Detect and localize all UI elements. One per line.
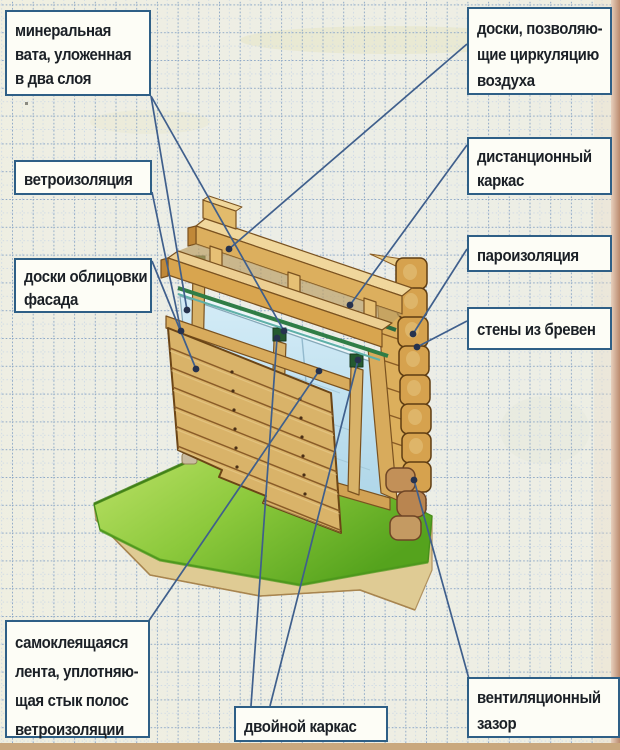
label-line: зазор (477, 714, 517, 733)
cladding-nails (230, 370, 307, 496)
leader-ventilation-gap (413, 479, 470, 680)
grass-edge-front (99, 528, 429, 587)
circulation-board-stub-top (202, 195, 243, 212)
leader-dots (177, 245, 421, 484)
label-line: в два слоя (15, 69, 92, 88)
label-line: стены из бревен (477, 320, 596, 339)
stud-inner (347, 365, 364, 496)
leader-vapor-barrier (412, 248, 468, 335)
label-vapor-barrier: пароизоляция (467, 235, 612, 272)
page-edge-bottom (0, 743, 620, 750)
grass-edge (93, 454, 201, 506)
label-double-frame: двойной каркас (234, 706, 388, 742)
label-log-walls: стены из бревен (467, 307, 612, 350)
label-line: щие циркуляцию (477, 45, 599, 64)
label-line: дистанционный (477, 147, 592, 166)
membrane-teal-edge (177, 293, 381, 361)
label-line: каркас (477, 171, 524, 190)
soil-edge (95, 519, 416, 611)
leader-distance-frame (349, 144, 468, 306)
label-circulation-boards: доски, позволяю- щие циркуляцию воздуха (467, 7, 612, 95)
label-line: вентиляционный (477, 688, 601, 707)
leader-wind-insulation (151, 191, 182, 332)
page-edge-tint (594, 0, 612, 750)
leader-double-frame-2 (269, 359, 359, 707)
label-line: вата, уложенная (15, 45, 132, 64)
label-line: доски облицовки (24, 267, 148, 286)
label-distance-frame: дистанционный каркас (467, 137, 612, 195)
label-line: ветроизоляции (15, 720, 125, 739)
page-edge-right (611, 0, 620, 750)
label-line: лента, уплотняю- (15, 662, 139, 681)
leader-circulation-boards (228, 43, 468, 250)
scan-speck (25, 102, 28, 105)
label-facade-boards: доски облицовки фасада (14, 258, 152, 313)
leader-lines (147, 43, 470, 707)
label-line: воздуха (477, 71, 535, 90)
label-line: фасада (24, 290, 78, 309)
leader-log-walls (416, 320, 468, 348)
label-line: минеральная (15, 21, 112, 40)
leader-mineral-wool-1 (150, 95, 188, 311)
label-mineral-wool: минеральная вата, уложенная в два слоя (5, 10, 151, 96)
leader-mineral-wool-2 (150, 95, 285, 332)
label-adhesive-tape: самоклеящаяся лента, уплотняю- щая стык … (5, 620, 150, 739)
label-line: ветроизоляция (24, 170, 133, 189)
label-ventilation-gap: вентиляционный зазор (467, 677, 620, 738)
label-line: пароизоляция (477, 246, 579, 265)
leader-facade-boards (151, 260, 197, 370)
label-line: щая стык полос (15, 691, 129, 710)
label-wind-insulation: ветроизоляция (14, 160, 152, 195)
label-line: доски, позволяю- (477, 19, 603, 38)
wind-insulation-strip (177, 286, 389, 358)
label-line: самоклеящаяся (15, 633, 129, 652)
top-beam-rear-end (187, 225, 197, 247)
leader-adhesive-tape (147, 370, 320, 623)
log-end-highlights (403, 264, 423, 454)
label-line: двойной каркас (244, 717, 357, 736)
leader-double-frame-1 (250, 337, 278, 707)
